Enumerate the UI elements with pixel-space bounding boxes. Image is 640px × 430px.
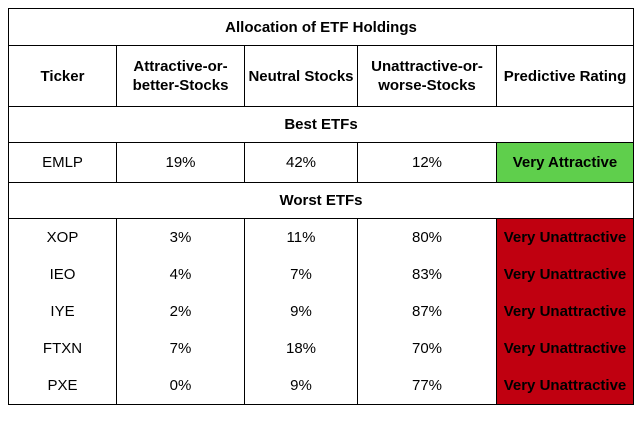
unattractive-cell: 77%	[357, 367, 497, 405]
best-section-row: Best ETFs	[8, 106, 634, 143]
neutral-cell: 9%	[244, 293, 358, 330]
unattractive-cell: 80%	[357, 218, 497, 256]
table-row: FTXN 7% 18% 70% Very Unattractive	[8, 330, 634, 367]
title-row: Allocation of ETF Holdings	[8, 8, 634, 46]
neutral-cell: 18%	[244, 330, 358, 367]
neutral-cell: 7%	[244, 256, 358, 293]
worst-etfs-label: Worst ETFs	[8, 182, 634, 219]
table-row: IEO 4% 7% 83% Very Unattractive	[8, 256, 634, 293]
ticker-cell: IYE	[8, 293, 117, 330]
attractive-cell: 0%	[116, 367, 245, 405]
table-title: Allocation of ETF Holdings	[8, 8, 634, 46]
etf-allocation-table: Allocation of ETF Holdings Ticker Attrac…	[8, 8, 634, 405]
table-row: PXE 0% 9% 77% Very Unattractive	[8, 367, 634, 405]
rating-cell: Very Unattractive	[496, 218, 634, 256]
attractive-cell: 7%	[116, 330, 245, 367]
unattractive-cell: 87%	[357, 293, 497, 330]
rating-cell: Very Attractive	[496, 142, 634, 183]
neutral-cell: 42%	[244, 142, 358, 183]
header-neutral: Neutral Stocks	[244, 45, 358, 107]
unattractive-cell: 70%	[357, 330, 497, 367]
rating-cell: Very Unattractive	[496, 293, 634, 330]
header-rating: Predictive Rating	[496, 45, 634, 107]
worst-section-row: Worst ETFs	[8, 182, 634, 219]
neutral-cell: 11%	[244, 218, 358, 256]
header-row: Ticker Attractive-or-better-Stocks Neutr…	[8, 45, 634, 107]
attractive-cell: 2%	[116, 293, 245, 330]
attractive-cell: 3%	[116, 218, 245, 256]
ticker-cell: PXE	[8, 367, 117, 405]
rating-cell: Very Unattractive	[496, 367, 634, 405]
unattractive-cell: 12%	[357, 142, 497, 183]
neutral-cell: 9%	[244, 367, 358, 405]
best-etfs-label: Best ETFs	[8, 106, 634, 143]
header-attractive: Attractive-or-better-Stocks	[116, 45, 245, 107]
rating-cell: Very Unattractive	[496, 256, 634, 293]
attractive-cell: 19%	[116, 142, 245, 183]
ticker-cell: EMLP	[8, 142, 117, 183]
table-row: XOP 3% 11% 80% Very Unattractive	[8, 218, 634, 256]
header-unattractive: Unattractive-or-worse-Stocks	[357, 45, 497, 107]
ticker-cell: XOP	[8, 218, 117, 256]
header-ticker: Ticker	[8, 45, 117, 107]
table-row: IYE 2% 9% 87% Very Unattractive	[8, 293, 634, 330]
unattractive-cell: 83%	[357, 256, 497, 293]
ticker-cell: IEO	[8, 256, 117, 293]
table-row: EMLP 19% 42% 12% Very Attractive	[8, 142, 634, 183]
rating-cell: Very Unattractive	[496, 330, 634, 367]
ticker-cell: FTXN	[8, 330, 117, 367]
attractive-cell: 4%	[116, 256, 245, 293]
